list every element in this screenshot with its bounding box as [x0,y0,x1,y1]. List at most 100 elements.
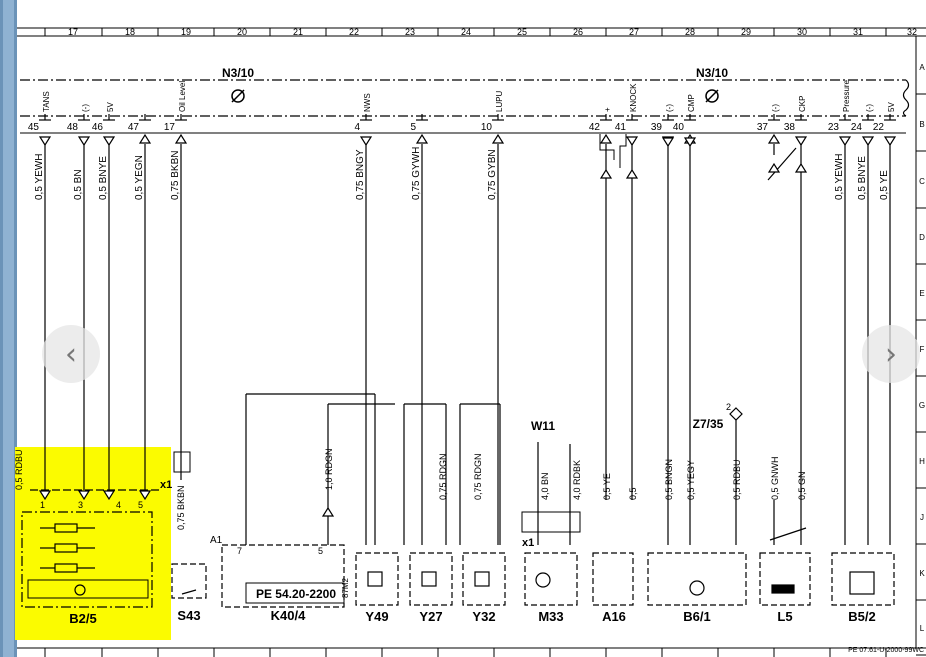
pin-signal-label: (-) [771,104,780,112]
component-box [759,552,811,606]
pin-number: 37 [757,122,769,133]
pin-signal-label: KNOCK [629,83,638,112]
switch-icon [181,589,197,595]
component-label: Y49 [365,609,388,624]
component-box [21,511,153,608]
module-symbol-icon [231,89,245,103]
wire-label: 0,5 YE [602,473,612,500]
pin-signal-label: CMP [687,94,696,112]
module-symbol-icon [705,89,719,103]
wire-label: 0,5 YEWH [834,154,845,201]
ground-label: Z7/35 [693,417,724,431]
chevron-right-icon: › [885,336,897,372]
left-scrollbar[interactable] [0,0,17,657]
pin-signal-label: (-) [665,104,674,112]
chevron-left-icon: ‹ [65,336,77,372]
component-box [831,552,895,606]
pin-arrow-down-icon [861,136,875,147]
component-box [647,552,747,606]
wire-label: 0,5 YEGY [686,460,696,500]
pin-number: 4 [116,500,121,510]
column-label: 30 [797,27,807,37]
pin-number: 40 [673,122,685,133]
pin-arrow-down-icon [38,136,52,147]
wire-label: 0,5 YEGN [134,155,145,200]
pin-signal-label: (-) [81,104,90,112]
pin-signal-label: 87M2 [341,577,350,598]
pin-number: 1 [40,500,45,510]
row-label: D [919,233,925,242]
wire-break [769,527,807,541]
column-label: 24 [461,27,471,37]
pin-signal-label: TANS [42,91,51,112]
reference-label: PE 54.20-2200 [256,587,336,601]
scrollbar-thumb[interactable] [3,0,14,657]
pin-arrow-down-icon [102,136,116,147]
component-label: L5 [777,609,792,624]
column-label: 20 [237,27,247,37]
pin-arrow-up-icon [599,133,613,144]
wire-label: 0,5 BNYE [857,156,868,200]
wire-label: 0,5 GNWH [770,456,780,500]
wire-label: 0,75 GYBN [487,149,498,200]
wire-label: 0,5 BNYE [98,156,109,200]
pin-arrow-down-icon [794,136,808,147]
pin-number: 24 [851,122,863,133]
component-label: B2/5 [69,611,96,626]
pin-arrow-down-icon [661,137,675,148]
pin-arrow-down-icon [102,490,116,501]
component-label: K40/4 [271,608,306,623]
column-label: 23 [405,27,415,37]
wire-label: 0,5 YE [879,170,890,200]
valve-icon [474,571,490,587]
pin-arrow-up-icon [767,133,781,144]
next-page-button[interactable]: › [862,325,920,383]
previous-page-button[interactable]: ‹ [42,325,100,383]
sensor-icon [689,580,705,596]
pin-number: 38 [784,122,796,133]
column-label: 26 [573,27,583,37]
pin-arrow-up-icon [415,133,429,144]
pin-signal-label: LUPU [495,90,504,112]
component-label: Y27 [419,609,442,624]
pin-number: 23 [828,122,840,133]
sensor-icon [74,584,86,596]
pin-signal-label: 5V [887,102,896,112]
wire-label: 0,75 RDGN [438,453,448,500]
row-label: B [919,120,924,129]
column-label: 29 [741,27,751,37]
wire-label: 0,5 RDBU [14,449,24,490]
column-label: 27 [629,27,639,37]
pin-arrow-up-icon [625,168,639,179]
wire-label: 0,75 GYWH [411,147,422,200]
pin-number: 47 [128,122,140,133]
wire-label: 0,75 BKBN [176,485,186,530]
pin-arrow-up-icon [174,133,188,144]
wire-label: 0,5 BN [73,169,84,200]
shield-line [619,134,627,168]
component-box [592,552,634,606]
component-box [27,579,149,599]
pin-number: 7 [237,546,242,556]
pin-signal-label: NWS [363,93,372,112]
pin-number: 41 [615,122,627,133]
pin-arrow-up-icon [491,133,505,144]
pin-number: 42 [589,122,601,133]
connector-label: x1 [522,537,534,549]
connector-label: A1 [210,535,223,546]
module-title-right: N3/10 [696,66,728,80]
pin-number: 5 [318,546,323,556]
pin-arrow-down-icon [883,136,897,147]
column-label: 28 [685,27,695,37]
column-label: 31 [853,27,863,37]
pin-number: 10 [481,122,493,133]
pin-number: 5 [410,122,416,133]
pin-arrow-down-icon [625,136,639,147]
pin-signal-label: 5V [106,102,115,112]
wire-break [767,147,797,181]
pin-arrow-up-icon [599,168,613,179]
pin-arrow-up-icon [321,506,335,517]
pressure-sensor-icon [849,571,875,595]
